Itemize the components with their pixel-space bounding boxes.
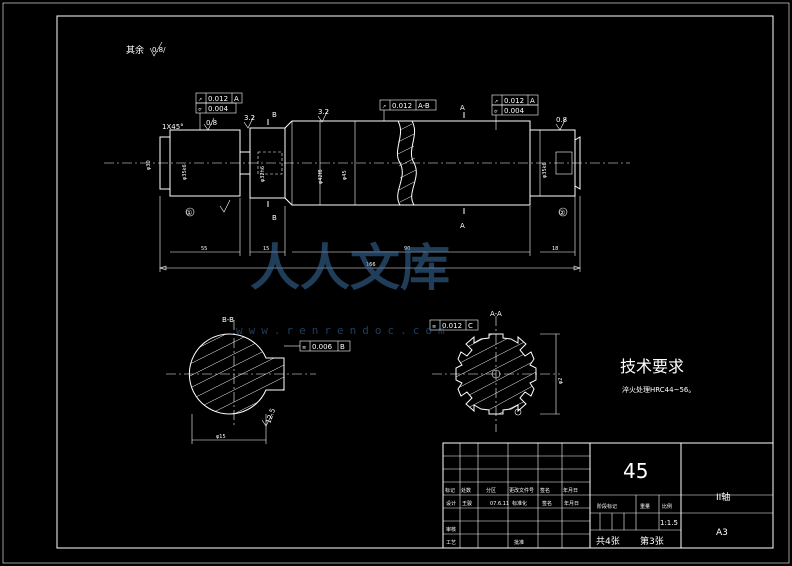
svg-text:标记: 标记: [445, 487, 455, 494]
svg-text:⌭: ⌭: [198, 107, 202, 113]
drawing-border: [56, 15, 774, 549]
svg-text:①: ①: [186, 209, 192, 217]
svg-text:0.004: 0.004: [504, 107, 525, 115]
svg-text:www.renrendoc.com: www.renrendoc.com: [236, 324, 451, 337]
svg-text:φ35k6: φ35k6: [542, 162, 548, 178]
gdt-right: ↗ ⌭ 0.012 A 0.004: [491, 94, 539, 130]
svg-text:0.012: 0.012: [504, 97, 524, 105]
svg-text:↗: ↗: [198, 97, 202, 103]
technical-requirements: 技术要求 淬火处理HRC44~56。: [620, 357, 695, 394]
svg-text:人人文库: 人人文库: [250, 239, 450, 297]
svg-text:0.004: 0.004: [208, 105, 229, 113]
svg-text:A: A: [234, 95, 239, 103]
svg-text:0.8: 0.8: [556, 116, 567, 124]
svg-text:设计: 设计: [446, 500, 456, 507]
svg-text:≡: ≡: [432, 324, 436, 330]
svg-text:3.2: 3.2: [244, 114, 255, 122]
svg-text:A: A: [460, 104, 465, 112]
svg-text:0.012: 0.012: [392, 102, 412, 110]
svg-text:B: B: [340, 343, 345, 351]
svg-text:签名: 签名: [542, 500, 552, 507]
svg-text:审核: 审核: [446, 526, 456, 533]
svg-text:其余: 其余: [126, 44, 144, 56]
svg-text:0.012: 0.012: [442, 322, 462, 330]
svg-text:≡: ≡: [302, 345, 306, 351]
svg-text:φ35k6: φ35k6: [182, 164, 188, 180]
svg-text:重量: 重量: [640, 503, 650, 510]
general-roughness-note: 其余 0.8/: [126, 41, 166, 57]
svg-text:第3张: 第3张: [640, 535, 664, 547]
dimensions: 55 15 90 18 166: [159, 196, 581, 272]
svg-text:φ15: φ15: [216, 434, 226, 440]
svg-text:B: B: [272, 214, 277, 222]
title-block: 标记 处数 分区 更改文件号 签名 年月日 设计 王骏 07.6.11 标准化 …: [442, 442, 774, 549]
svg-text:18: 18: [552, 246, 558, 252]
svg-text:φ42f8: φ42f8: [318, 169, 324, 184]
svg-text:φ45: φ45: [342, 170, 348, 180]
svg-text:A-A: A-A: [490, 310, 502, 318]
svg-text:166: 166: [366, 262, 376, 268]
svg-text:1:1.5: 1:1.5: [660, 519, 678, 527]
svg-text:0.006: 0.006: [312, 343, 333, 351]
roughness-symbols: 0.8 3.2 3.2 0.8: [203, 108, 567, 213]
svg-text:B-B: B-B: [222, 316, 234, 324]
svg-text:分区: 分区: [486, 487, 496, 494]
svg-text:年月日: 年月日: [564, 500, 579, 507]
svg-text:淬火处理HRC44~56。: 淬火处理HRC44~56。: [622, 385, 695, 394]
svg-text:②: ②: [559, 209, 565, 217]
svg-text:45: 45: [623, 459, 648, 483]
svg-text:A: A: [530, 97, 535, 105]
svg-text:签名: 签名: [540, 487, 550, 494]
svg-text:15: 15: [263, 246, 269, 252]
svg-text:技术要求: 技术要求: [620, 357, 684, 376]
svg-text:3.2: 3.2: [318, 108, 329, 116]
gdt-middle: ↗ 0.012 A-B: [379, 99, 437, 121]
svg-text:共4张: 共4张: [596, 536, 620, 547]
svg-text:阶段标记: 阶段标记: [597, 503, 617, 510]
svg-text:φ30: φ30: [146, 160, 152, 170]
svg-text:1X45°: 1X45°: [162, 123, 184, 131]
svg-text:φ32h6: φ32h6: [260, 166, 266, 182]
shaft-main-view: φ30 φ35k6 φ32h6 φ42f8 φ45 φ35k6 1X45° ① …: [104, 92, 630, 272]
svg-text:批准: 批准: [514, 539, 524, 546]
svg-text:0.012: 0.012: [208, 95, 228, 103]
svg-text:90: 90: [404, 246, 410, 252]
svg-text:12.5: 12.5: [264, 407, 277, 424]
svg-text:A-B: A-B: [418, 102, 430, 110]
svg-text:07.6.11: 07.6.11: [490, 501, 509, 507]
svg-text:比例: 比例: [662, 503, 672, 510]
svg-text:A3: A3: [716, 528, 728, 538]
svg-text:年月日: 年月日: [563, 487, 578, 494]
svg-text:0.8/: 0.8/: [152, 46, 166, 54]
watermark: 人人文库 www.renrendoc.com: [236, 239, 451, 337]
svg-text:处数: 处数: [461, 487, 471, 494]
svg-text:↗: ↗: [382, 104, 386, 110]
svg-text:0.8: 0.8: [206, 119, 217, 127]
svg-text:A: A: [460, 222, 465, 230]
svg-text:↗: ↗: [494, 99, 498, 105]
svg-text:C: C: [468, 322, 473, 330]
svg-text:王骏: 王骏: [462, 500, 472, 507]
svg-text:II轴: II轴: [716, 491, 730, 503]
svg-text:标准化: 标准化: [512, 500, 527, 507]
svg-text:55: 55: [201, 246, 207, 252]
svg-text:φ2: φ2: [558, 378, 564, 384]
svg-text:B: B: [272, 111, 277, 119]
svg-text:⌭: ⌭: [494, 109, 498, 115]
svg-text:工艺: 工艺: [446, 540, 456, 546]
gdt-left: ↗ ⌭ 0.012 A 0.004: [195, 92, 243, 130]
svg-text:更改文件号: 更改文件号: [509, 487, 534, 494]
